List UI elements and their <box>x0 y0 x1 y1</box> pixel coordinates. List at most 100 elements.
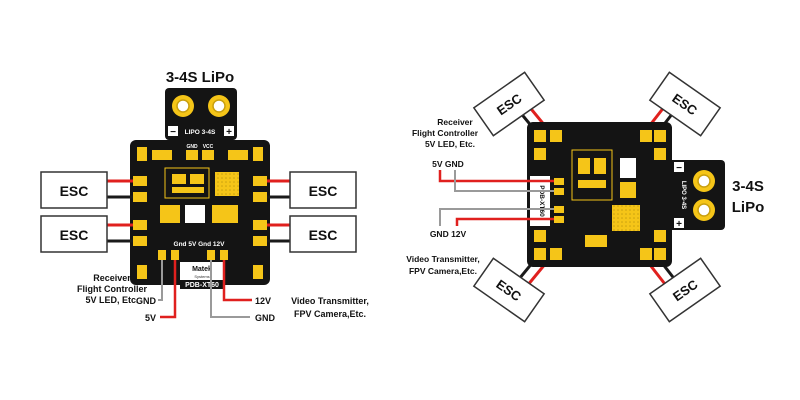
left-esc-box-bottom-right: ESC <box>289 215 357 253</box>
left-esc-pad <box>133 236 147 246</box>
left-out-pad-12v <box>220 250 228 260</box>
left-battery-title: 3-4S LiPo <box>166 69 234 86</box>
left-esc-pad <box>133 176 147 186</box>
right-esc-pad <box>640 248 652 260</box>
left-brand: Matek <box>192 266 212 273</box>
left-out-pad-gnd2 <box>207 250 215 260</box>
left-output-wires <box>158 260 252 319</box>
left-battery-tab: − LIPO 3-4S + <box>165 88 237 140</box>
left-vtx-title: Video Transmitter, <box>291 296 369 306</box>
right-esc-pad <box>654 230 666 242</box>
left-esc-pad <box>253 176 267 186</box>
right-out-pad-gnd <box>554 188 564 195</box>
left-minus-symbol <box>168 126 178 136</box>
left-pdb-board: GND VCC Gnd 5V Gnd 12V <box>130 140 270 289</box>
right-xt60-pad-positive <box>693 170 715 192</box>
right-esc-box-bottom-right: ESC <box>648 257 722 323</box>
left-pin-gnd-top: GND <box>186 144 198 150</box>
right-esc-pad <box>550 248 562 260</box>
left-esc-box-top-right: ESC <box>289 171 357 209</box>
right-esc-pad <box>654 248 666 260</box>
svg-text:ESC: ESC <box>309 183 338 199</box>
left-esc-pad <box>253 236 267 246</box>
left-esc-box-top-left: ESC <box>40 171 108 209</box>
right-esc-pad <box>654 130 666 142</box>
right-out-pad-12v <box>554 216 564 223</box>
left-rx-title: Receiver <box>93 273 131 283</box>
left-circuit-outline <box>164 167 210 199</box>
right-vtx-line2: FPV Camera,Etc. <box>409 266 477 276</box>
right-esc-pad <box>534 230 546 242</box>
right-minus-symbol <box>674 162 684 172</box>
left-esc-pad <box>253 192 267 202</box>
left-12v-label: 12V <box>255 296 271 306</box>
right-plus-text: + <box>676 219 682 230</box>
right-rx-title: Receiver <box>437 117 473 127</box>
svg-text:ESC: ESC <box>60 227 89 243</box>
left-gnd-label: GND <box>136 296 157 306</box>
right-out-pad-gnd2 <box>554 206 564 213</box>
left-model: PDB-XT60 <box>185 282 219 289</box>
right-esc-pad <box>534 130 546 142</box>
left-brand-box <box>180 262 224 284</box>
right-battery-line2: LiPo <box>732 199 765 216</box>
right-esc-pad <box>534 148 546 160</box>
right-5v-gnd-label: 5V GND <box>432 159 464 169</box>
right-circuit-outline <box>571 149 613 201</box>
left-brand-sub: Systems <box>194 274 209 279</box>
left-xt60-pad-positive <box>208 95 230 117</box>
right-esc-pad <box>534 248 546 260</box>
right-lipo-label: LIPO 3-4S <box>680 181 686 209</box>
right-esc-box-top-left: ESC <box>472 71 546 137</box>
left-corner-pad <box>137 147 147 161</box>
right-esc-box-top-right: ESC <box>648 71 722 137</box>
svg-text:ESC: ESC <box>60 183 89 199</box>
right-esc-pad <box>654 148 666 160</box>
left-corner-pad <box>253 147 263 161</box>
left-diagram: 3-4S LiPo − LIPO 3-4S + <box>40 69 369 323</box>
left-plus-symbol <box>224 126 234 136</box>
right-model: PDB-XT60 <box>538 185 545 217</box>
left-corner-pad <box>253 265 263 279</box>
left-lipo-label: LIPO 3-4S <box>185 129 216 136</box>
left-pin-row-label: Gnd 5V Gnd 12V <box>174 241 226 248</box>
left-esc-pad <box>133 220 147 230</box>
left-esc-pad <box>253 220 267 230</box>
left-pin-vcc-top: VCC <box>203 144 214 150</box>
right-xt60-pad-negative <box>693 199 715 221</box>
right-gnd-12v-label: GND 12V <box>430 229 467 239</box>
left-rx-line2: Flight Controller <box>77 284 147 294</box>
right-rx-line2: Flight Controller <box>412 128 479 138</box>
left-esc-pad <box>133 192 147 202</box>
right-inductor <box>612 205 640 231</box>
left-plus-text: + <box>226 127 232 138</box>
left-minus-text: − <box>170 127 176 138</box>
left-esc-box-bottom-left: ESC <box>40 215 108 253</box>
left-out-pad-gnd <box>158 250 166 260</box>
svg-text:ESC: ESC <box>309 227 338 243</box>
right-battery-line1: 3-4S <box>732 178 764 195</box>
left-vtx-line2: FPV Camera,Etc. <box>294 309 366 319</box>
left-rx-line3: 5V LED, Etc. <box>85 295 138 305</box>
right-rx-line3: 5V LED, Etc. <box>425 139 475 149</box>
right-battery-tab: − LIPO 3-4S + <box>660 160 725 230</box>
right-minus-text: − <box>676 163 682 174</box>
right-plus-symbol <box>674 218 684 228</box>
left-inductor <box>215 172 239 196</box>
left-corner-pad <box>137 265 147 279</box>
left-xt60-pad-negative <box>172 95 194 117</box>
left-5v-label: 5V <box>145 313 156 323</box>
right-pdb-board: PDB-XT60 <box>527 122 672 267</box>
right-esc-pad <box>550 130 562 142</box>
right-model-box <box>530 176 550 226</box>
right-esc-pad <box>640 130 652 142</box>
left-gnd-right-label: GND <box>255 313 276 323</box>
right-output-wires <box>438 170 554 226</box>
right-diagram: − LIPO 3-4S + 3-4S LiPo <box>406 71 765 323</box>
left-out-pad-5v <box>171 250 179 260</box>
left-esc-wires <box>103 179 290 243</box>
right-esc-box-bottom-left: ESC <box>472 257 546 323</box>
right-out-pad-5v <box>554 178 564 185</box>
right-vtx-title: Video Transmitter, <box>406 254 480 264</box>
